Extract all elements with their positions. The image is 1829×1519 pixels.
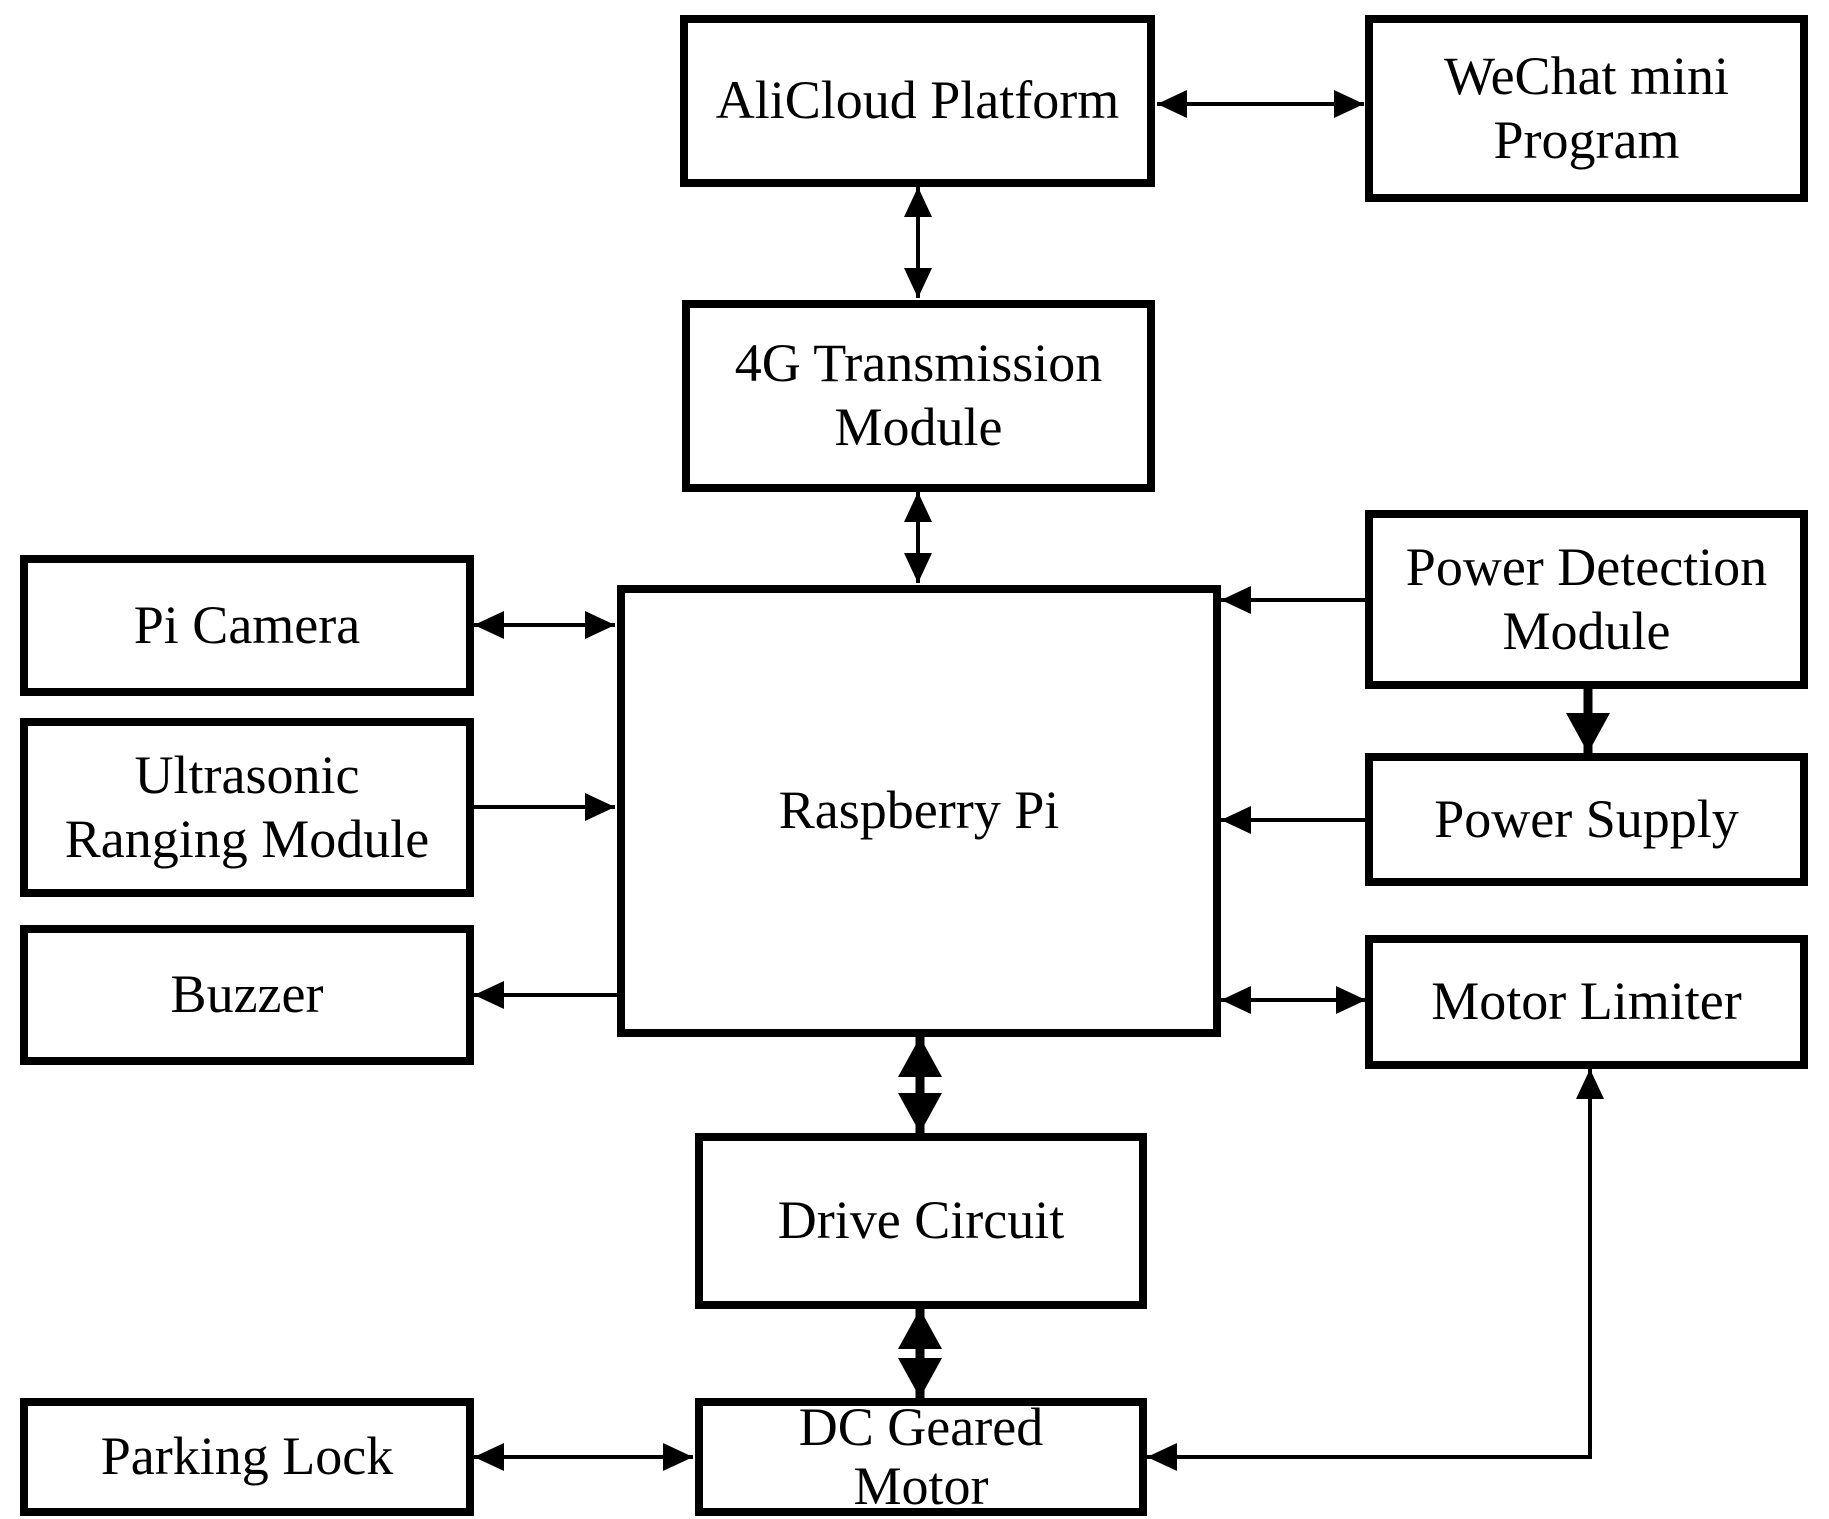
node-motor-limiter: Motor Limiter	[1365, 935, 1808, 1069]
node-power-supply: Power Supply	[1365, 753, 1808, 886]
node-label: Ranging Module	[64, 808, 430, 869]
node-label: AliCloud Platform	[715, 70, 1120, 131]
node-pi-camera: Pi Camera	[20, 555, 474, 696]
arrowhead-icon	[585, 611, 615, 639]
arrowhead-icon	[1221, 986, 1251, 1014]
arrowhead-icon	[1221, 806, 1251, 834]
arrowhead-icon	[1566, 713, 1610, 753]
node-power-detection-module: Power Detection Module	[1365, 510, 1808, 689]
node-drive-circuit: Drive Circuit	[695, 1133, 1147, 1309]
arrowhead-icon	[474, 1443, 504, 1471]
node-label: Module	[1502, 600, 1671, 661]
node-label: 4G Transmission	[734, 333, 1103, 394]
node-label: Motor	[853, 1456, 989, 1516]
arrowhead-icon	[898, 1093, 942, 1133]
arrowhead-icon	[904, 187, 932, 217]
node-label: Buzzer	[170, 964, 324, 1025]
node-alicloud-platform: AliCloud Platform	[680, 15, 1155, 187]
arrowhead-icon	[1336, 986, 1366, 1014]
node-label: Parking Lock	[100, 1426, 394, 1487]
node-raspberry-pi: Raspberry Pi	[617, 585, 1221, 1037]
node-label: DC Geared	[798, 1396, 1044, 1457]
arrowhead-icon	[1221, 586, 1251, 614]
node-ultrasonic-ranging-module: Ultrasonic Ranging Module	[20, 718, 474, 897]
arrowhead-icon	[474, 981, 504, 1009]
node-label: Ultrasonic	[134, 744, 360, 805]
arrowhead-icon	[904, 553, 932, 583]
node-parking-lock: Parking Lock	[20, 1398, 474, 1516]
node-label: Module	[834, 397, 1003, 457]
node-label: Motor Limiter	[1431, 971, 1742, 1032]
arrowhead-icon	[1147, 1443, 1177, 1471]
node-wechat-mini-program: WeChat mini Program	[1365, 15, 1808, 202]
node-label: Power Detection	[1405, 536, 1768, 597]
arrowhead-icon	[898, 1037, 942, 1077]
arrowhead-icon	[663, 1443, 693, 1471]
node-label: Drive Circuit	[777, 1190, 1065, 1251]
arrowhead-icon	[474, 611, 504, 639]
arrowhead-icon	[898, 1358, 942, 1398]
node-label: WeChat mini	[1443, 45, 1730, 106]
arrowhead-icon	[904, 268, 932, 298]
node-dc-geared-motor: DC Geared Motor	[695, 1396, 1147, 1516]
node-label: Power Supply	[1434, 788, 1739, 849]
node-buzzer: Buzzer	[20, 925, 474, 1065]
node-label: Pi Camera	[133, 594, 361, 655]
arrowhead-icon	[898, 1309, 942, 1349]
arrowhead-icon	[904, 492, 932, 522]
arrowhead-icon	[1334, 90, 1364, 118]
node-label: Program	[1493, 109, 1680, 170]
edge-dcmotor-motorlimiter	[1147, 1069, 1592, 1459]
arrowhead-icon	[1157, 90, 1187, 118]
node-label: Raspberry Pi	[778, 780, 1060, 841]
arrowhead-icon	[1576, 1069, 1604, 1099]
arrowhead-icon	[585, 793, 615, 821]
node-4g-transmission-module: 4G Transmission Module	[682, 300, 1155, 492]
